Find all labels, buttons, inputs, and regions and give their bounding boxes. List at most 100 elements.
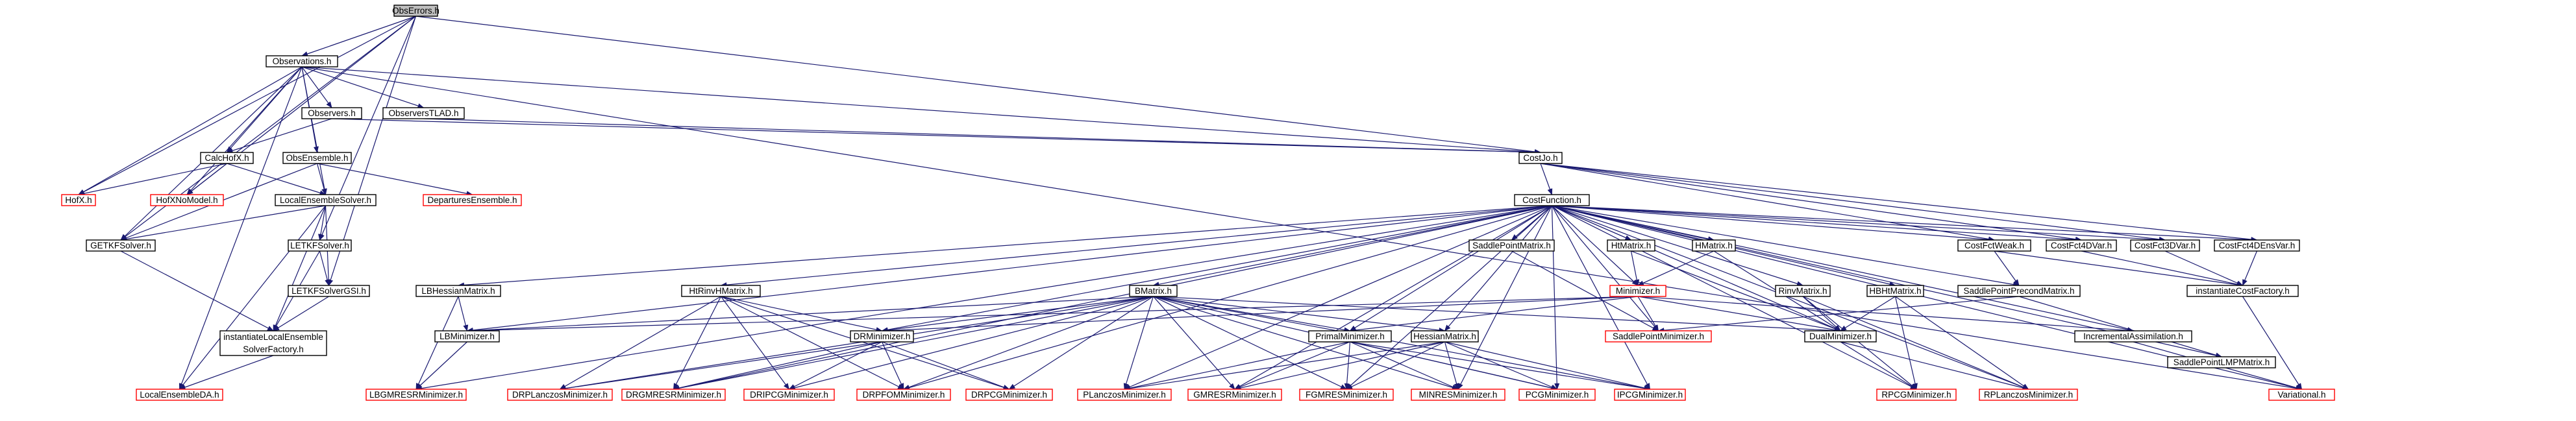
node-obs-ensemble[interactable]: ObsEnsemble.h [282,152,352,164]
edge-cost-function-to-lbgmresrminimizer [415,205,1552,391]
node-local-ensemble-solver[interactable]: LocalEnsembleSolver.h [275,194,377,206]
node-cost-fct4-dvar[interactable]: CostFct4DVar.h [2046,239,2117,252]
edge-cost-function-to-drgmresrminimizer [673,205,1552,391]
node-box [743,389,835,401]
node-box [1876,389,1957,401]
node-minresminimizer[interactable]: MINRESMinimizer.h [1411,389,1505,401]
node-saddle-point-matrix[interactable]: SaddlePointMatrix.h [1468,239,1555,252]
node-lbhessian-matrix[interactable]: LBHessianMatrix.h [415,285,501,297]
edge-saddle-point-precond-matrix-to-saddle-point-minimizer [1657,296,2020,333]
edge-lbminimizer-to-lbgmresrminimizer [415,341,467,390]
edge-observations-to-variational [301,66,2303,391]
node-letkfsolver[interactable]: LETKFSolver.h [288,239,352,252]
node-label: Observations.h [273,56,332,66]
node-fgmresminimizer[interactable]: FGMRESMinimizer.h [1299,389,1394,401]
node-local-ensemble-da[interactable]: LocalEnsembleDA.h [136,389,223,401]
node-cost-fct-weak[interactable]: CostFctWeak.h [1957,239,2031,252]
edge-instantiate-cost-factory-to-variational [2242,296,2303,390]
edge-bmatrix-to-drgmresrminimizer [673,296,1154,391]
edge-observations-to-hof-x [78,66,303,195]
node-gmresrminimizer[interactable]: GMRESRMinimizer.h [1187,389,1282,401]
node-primal-minimizer[interactable]: PrimalMinimizer.h [1308,330,1392,343]
node-drgmresrminimizer[interactable]: DRGMRESRMinimizer.h [621,389,726,401]
node-cost-fct3-dvar[interactable]: CostFct3DVar.h [2130,239,2200,252]
node-drplanczos-minimizer[interactable]: DRPLanczosMinimizer.h [507,389,613,401]
edge-dual-minimizer-to-rpcgminimizer [1840,341,1917,390]
node-observers-tlad[interactable]: ObserversTLAD.h [382,107,465,119]
node-cost-function[interactable]: CostFunction.h [1514,194,1590,206]
node-drpcgminimizer[interactable]: DRPCGMinimizer.h [965,389,1053,401]
node-label: Observers.h [308,108,356,118]
node-label: LocalEnsembleSolver.h [280,195,371,205]
node-calc-hof-x[interactable]: CalcHofX.h [200,152,254,164]
node-departures-ensemble[interactable]: DeparturesEnsemble.h [423,194,522,206]
node-observations[interactable]: Observations.h [266,55,338,67]
node-obs-errors[interactable]: ObsErrors.h [392,5,440,17]
node-ht-matrix[interactable]: HtMatrix.h [1607,239,1655,252]
edge-ht-rinv-hmatrix-to-drpfomminimizer [721,296,904,390]
node-label: RPCGMinimizer.h [1881,390,1951,400]
node-label: Variational.h [2277,390,2325,400]
node-saddle-point-lmpmatrix[interactable]: SaddlePointLMPMatrix.h [2167,356,2276,368]
node-dripcgminimizer[interactable]: DRIPCGMinimizer.h [743,389,835,401]
node-saddle-point-precond-matrix[interactable]: SaddlePointPrecondMatrix.h [1957,285,2081,297]
node-incremental-assimilation[interactable]: IncrementalAssimilation.h [2074,330,2192,343]
node-cost-jo[interactable]: CostJo.h [1518,152,1563,164]
edge-primal-minimizer-to-minresminimizer [1350,341,1459,390]
node-ht-rinv-hmatrix[interactable]: HtRinvHMatrix.h [681,285,761,297]
edge-lbhessian-matrix-to-lbgmresrminimizer [415,296,459,390]
node-ipcgminimizer[interactable]: IPCGMinimizer.h [1614,389,1686,401]
edge-cost-function-to-minresminimizer [1457,205,1553,390]
node-pcgminimizer[interactable]: PCGMinimizer.h [1518,389,1596,401]
node-variational[interactable]: Variational.h [2268,389,2335,401]
node-label: LETKFSolver.h [290,241,349,250]
edge-local-ensemble-solver-to-instantiate-local-ensemble-solver-factory [273,205,327,331]
edge-bmatrix-to-planczos-minimizer [1123,296,1154,390]
node-lbminimizer[interactable]: LBMinimizer.h [434,330,500,343]
node-label: HtMatrix.h [1611,241,1652,250]
node-cost-fct4-dens-var[interactable]: CostFct4DEnsVar.h [2214,239,2300,252]
node-box [1979,389,2078,401]
node-minimizer[interactable]: Minimizer.h [1609,285,1666,297]
edge-hessian-matrix-to-planczos-minimizer [1124,341,1445,391]
node-label: GETKFSolver.h [90,241,151,250]
node-getkfsolver[interactable]: GETKFSolver.h [86,239,156,252]
node-rplanczos-minimizer[interactable]: RPLanczosMinimizer.h [1979,389,2078,401]
node-letkfsolver-gsi[interactable]: LETKFSolverGSI.h [288,285,370,297]
edge-cost-jo-to-cost-fct-weak [1540,163,1995,242]
node-drminimizer[interactable]: DRMinimizer.h [850,330,914,343]
node-hof-x[interactable]: HofX.h [61,194,96,206]
edge-hmatrix-to-minimizer [1637,250,1715,286]
edge-cost-function-to-incremental-assimilation [1552,205,2134,333]
node-label: HMatrix.h [1695,241,1733,250]
node-box [1299,389,1394,401]
node-planczos-minimizer[interactable]: PLanczosMinimizer.h [1077,389,1172,401]
node-bmatrix[interactable]: BMatrix.h [1129,285,1178,297]
edge-ht-rinv-hmatrix-to-drpcgminimizer [721,296,1010,391]
edge-hessian-matrix-to-ipcgminimizer [1444,341,1651,391]
node-label: DRPCGMinimizer.h [971,390,1047,400]
edge-bmatrix-to-minresminimizer [1153,296,1459,391]
edge-cost-function-to-hessian-matrix [1444,205,1552,331]
edge-cost-function-to-primal-minimizer [1349,205,1552,331]
node-rpcgminimizer[interactable]: RPCGMinimizer.h [1876,389,1957,401]
node-observers[interactable]: Observers.h [301,107,362,119]
node-box [1518,389,1596,401]
node-hmatrix[interactable]: HMatrix.h [1692,239,1736,252]
edge-ht-matrix-to-dual-minimizer [1631,250,1841,331]
node-hof-xno-model[interactable]: HofXNoModel.h [150,194,224,206]
node-dual-minimizer[interactable]: DualMinimizer.h [1804,330,1877,343]
node-saddle-point-minimizer[interactable]: SaddlePointMinimizer.h [1605,330,1712,343]
node-rinv-matrix[interactable]: RinvMatrix.h [1775,285,1831,297]
node-lbgmresrminimizer[interactable]: LBGMRESRMinimizer.h [365,389,467,401]
node-box [850,330,914,343]
node-box [423,194,522,206]
node-hbht-matrix[interactable]: HBHtMatrix.h [1866,285,1924,297]
node-box [1605,330,1712,343]
node-instantiate-cost-factory[interactable]: instantiateCostFactory.h [2186,285,2299,297]
node-box [1468,239,1555,252]
node-drpfomminimizer[interactable]: DRPFOMMinimizer.h [856,389,951,401]
node-hessian-matrix[interactable]: HessianMatrix.h [1411,330,1479,343]
